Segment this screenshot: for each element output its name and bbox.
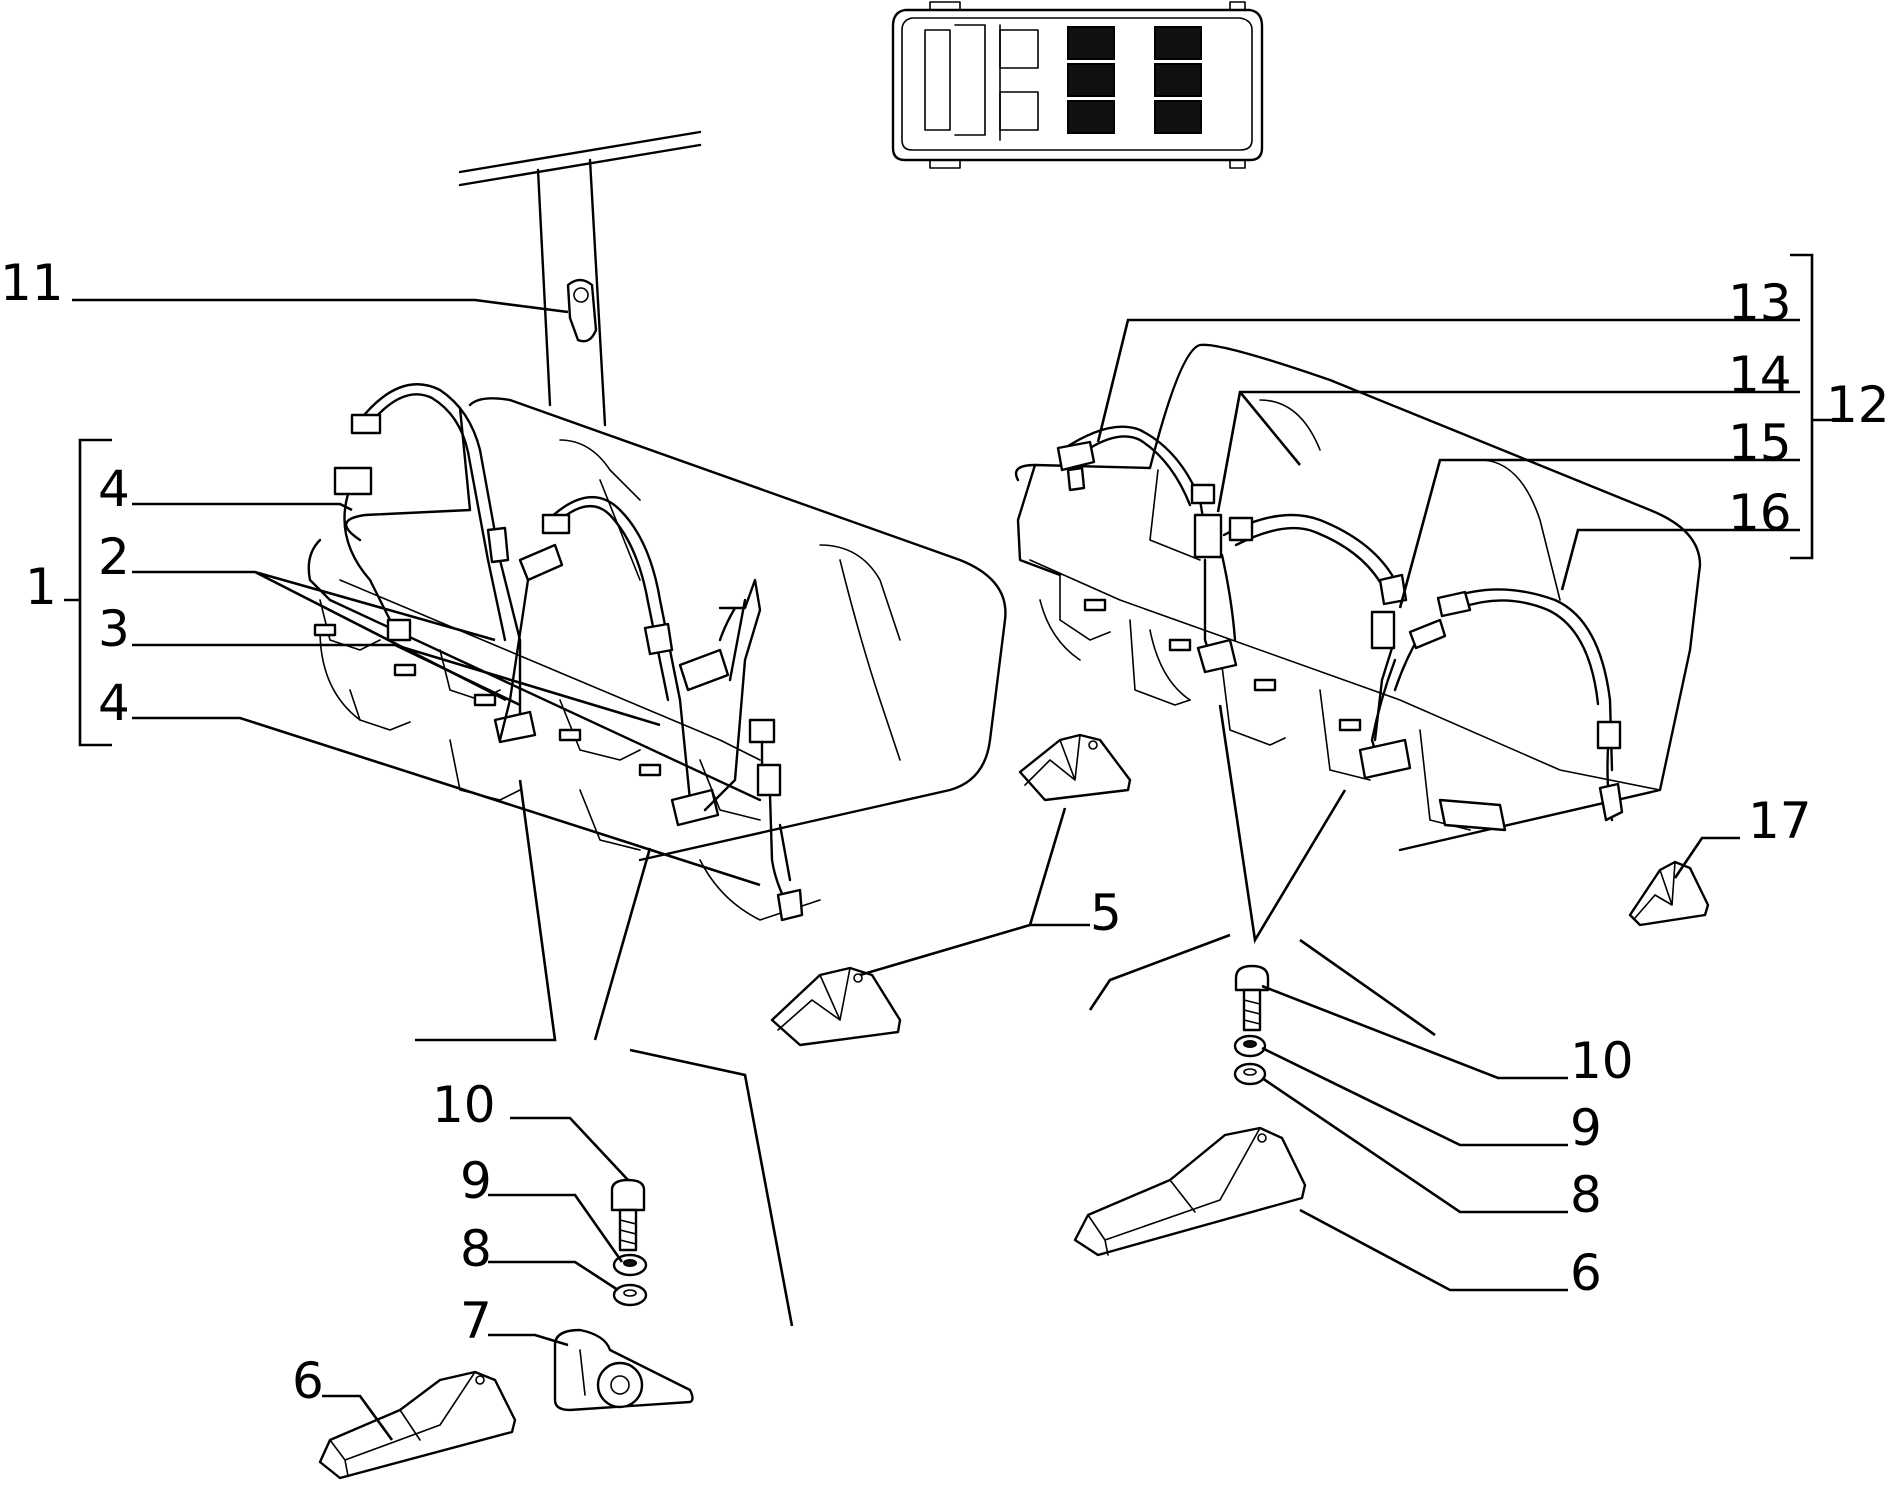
callout-2: 2 bbox=[98, 528, 130, 586]
seat-belts-left bbox=[333, 383, 804, 922]
van-seat-layout-icon bbox=[891, 1, 1264, 169]
washer-icon bbox=[1233, 1062, 1267, 1086]
callout-11: 11 bbox=[0, 254, 64, 312]
callout-4-upper: 4 bbox=[98, 460, 130, 518]
seat-mounting-bracket-icon bbox=[1073, 1126, 1307, 1257]
callout-8-right: 8 bbox=[1570, 1166, 1602, 1224]
left-exploded-leaders bbox=[415, 779, 794, 1327]
callout-13: 13 bbox=[1728, 274, 1792, 332]
callout-6-left: 6 bbox=[292, 1352, 324, 1410]
callout-5: 5 bbox=[1090, 884, 1122, 942]
upper-anchor-11 bbox=[566, 278, 598, 343]
callout-10-left: 10 bbox=[432, 1076, 496, 1134]
callout-3: 3 bbox=[98, 600, 130, 658]
seat-mounting-bracket-icon bbox=[1628, 860, 1710, 927]
callout-6-right: 6 bbox=[1570, 1244, 1602, 1302]
callout-15: 15 bbox=[1728, 414, 1792, 472]
bolt-icon bbox=[1234, 964, 1270, 1032]
callout-4-lower: 4 bbox=[98, 674, 130, 732]
bolt-icon bbox=[610, 1178, 646, 1252]
callout-12: 12 bbox=[1826, 376, 1890, 434]
callout-8-left: 8 bbox=[460, 1220, 492, 1278]
washer-icon bbox=[612, 1283, 648, 1307]
rear-bench-seat-left bbox=[307, 397, 1007, 921]
washer-icon bbox=[1233, 1034, 1267, 1058]
seat-mounting-bracket-icon bbox=[1018, 733, 1132, 802]
rear-bench-seat-right bbox=[1014, 343, 1702, 852]
callout-leaders bbox=[64, 253, 1835, 1441]
right-exploded-leaders bbox=[1088, 704, 1436, 1037]
callout-10-right: 10 bbox=[1570, 1032, 1634, 1090]
callout-7: 7 bbox=[460, 1292, 492, 1350]
belt-pulley-icon bbox=[553, 1328, 694, 1412]
callout-17: 17 bbox=[1748, 792, 1812, 850]
callout-1: 1 bbox=[25, 558, 57, 616]
callout-9-left: 9 bbox=[460, 1152, 492, 1210]
callout-14: 14 bbox=[1728, 346, 1792, 404]
seat-belts-right bbox=[1056, 425, 1624, 822]
b-pillar bbox=[458, 130, 702, 427]
callout-9-right: 9 bbox=[1570, 1099, 1602, 1157]
callout-16: 16 bbox=[1728, 484, 1792, 542]
seat-mounting-bracket-icon bbox=[770, 966, 902, 1047]
seat-mounting-bracket-icon bbox=[318, 1370, 517, 1480]
